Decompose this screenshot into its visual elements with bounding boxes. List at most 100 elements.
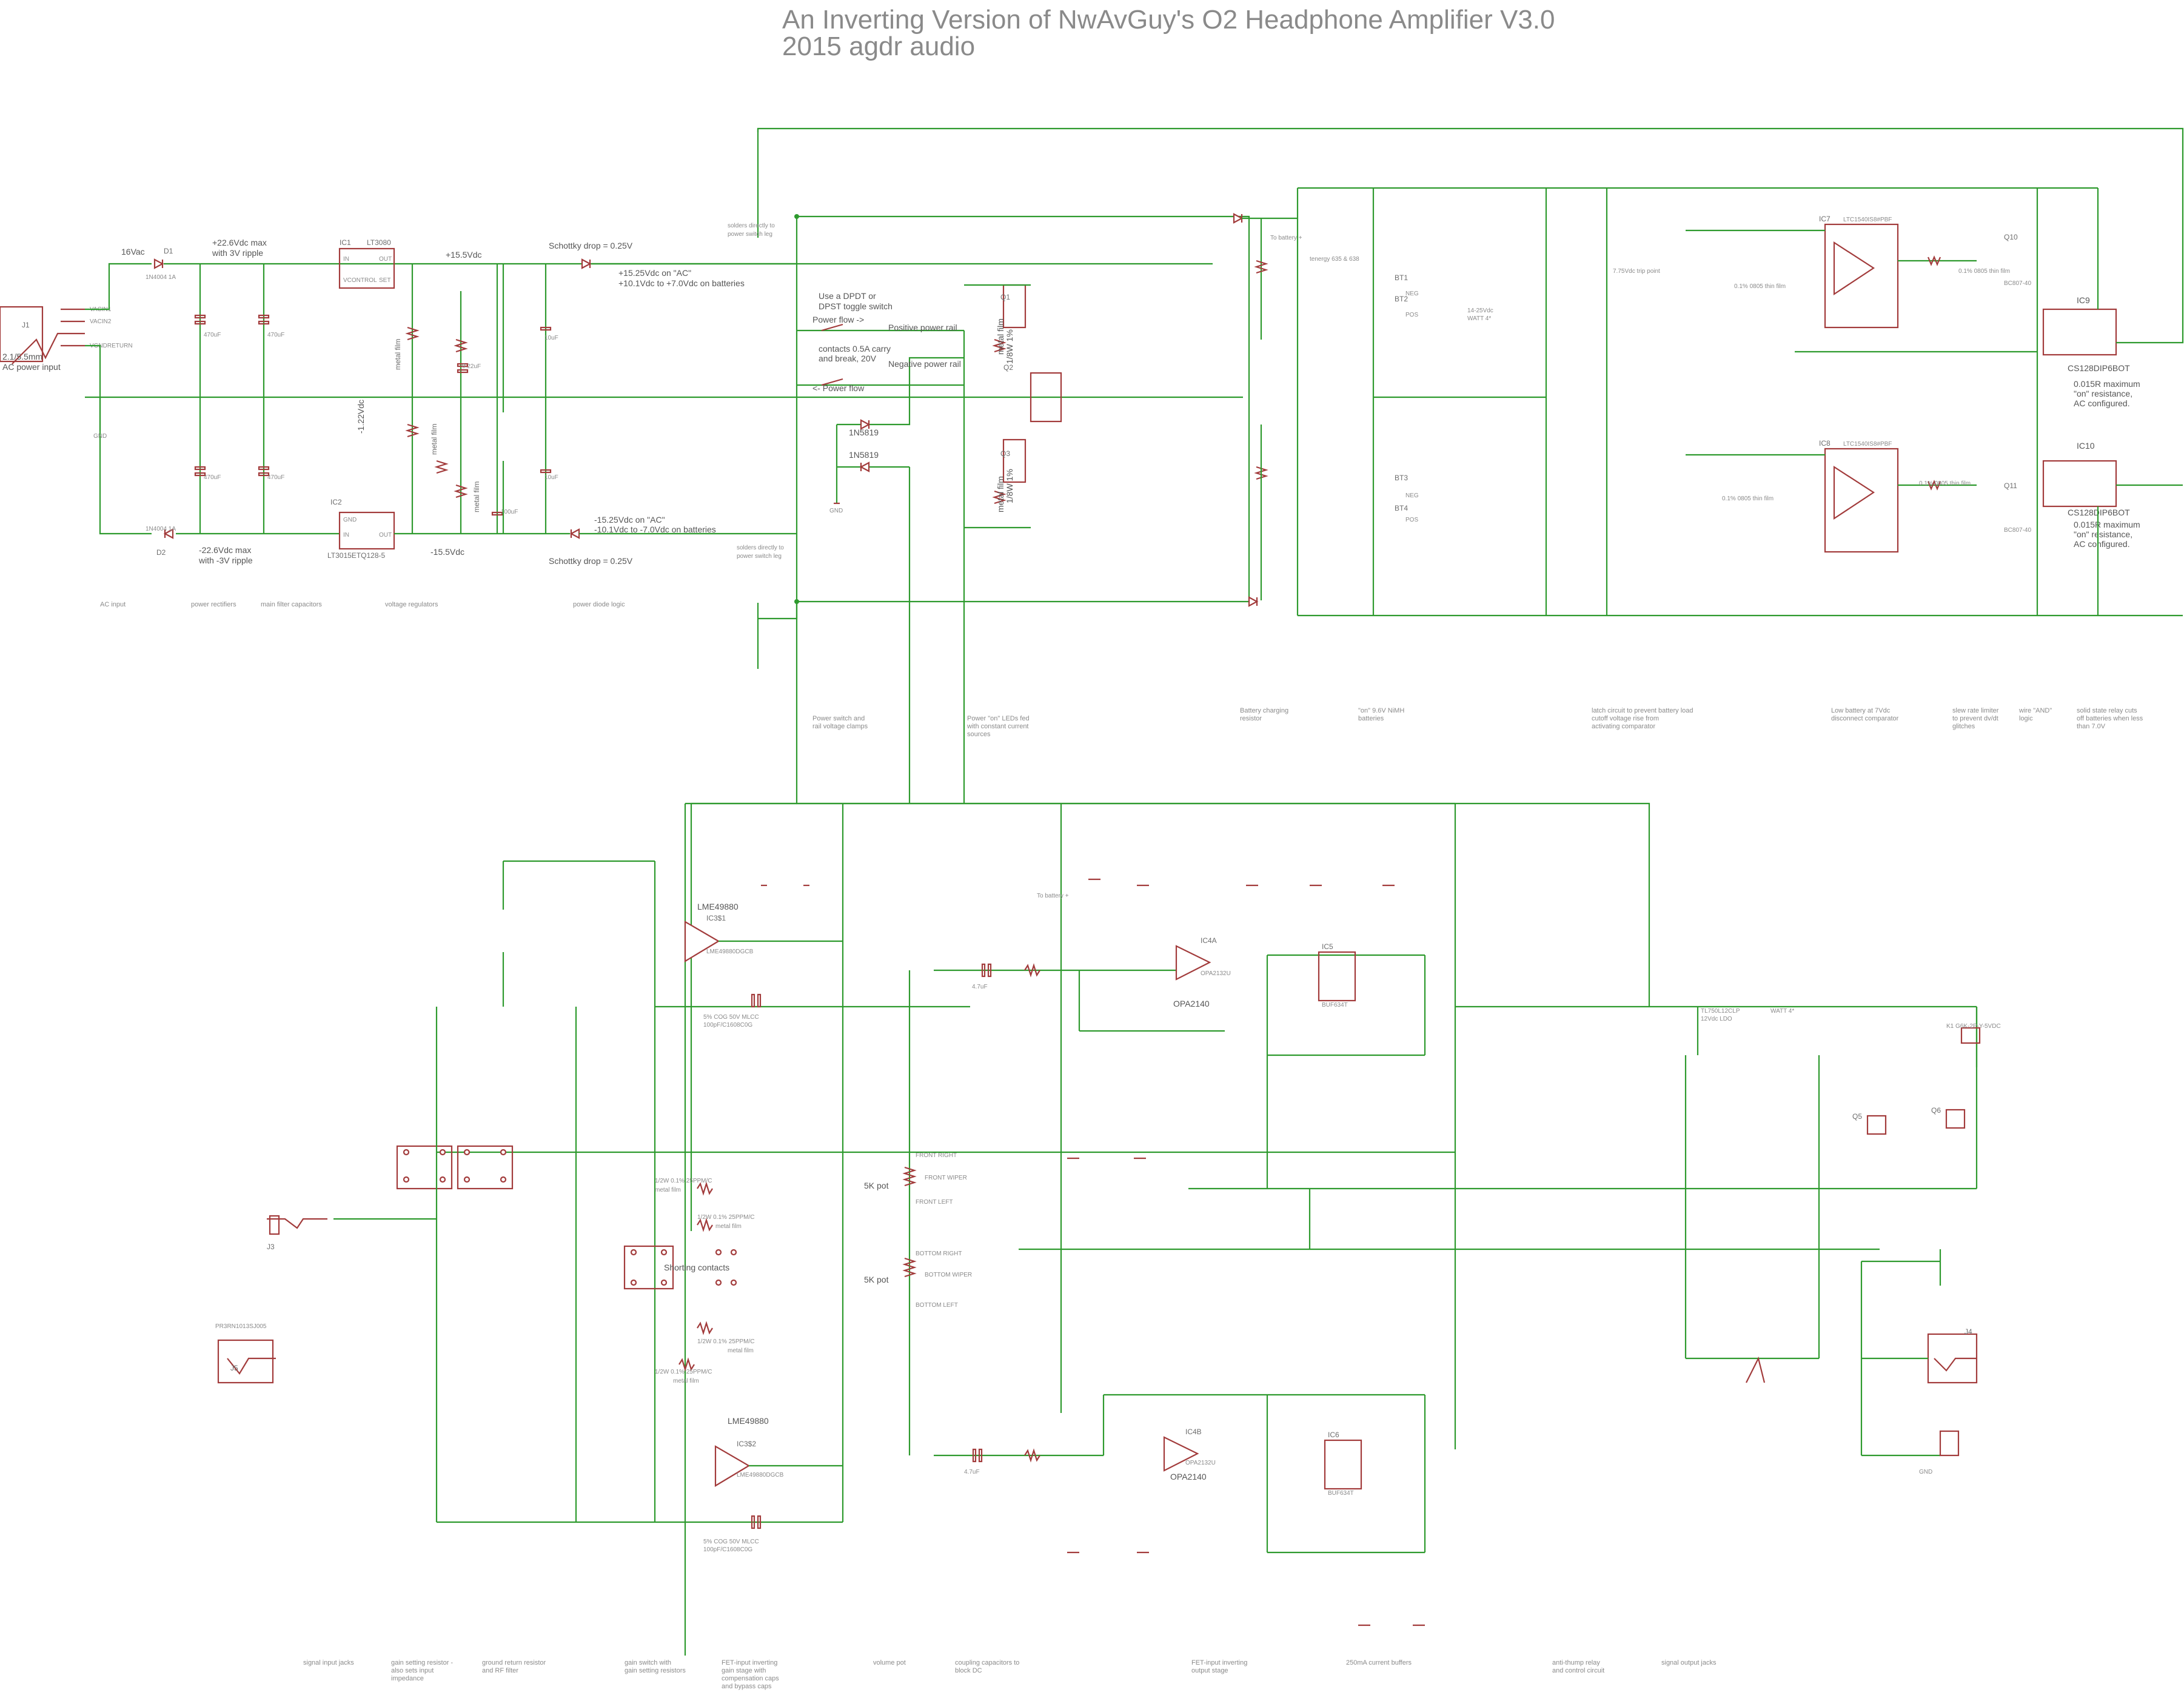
section-caption: signal output jacks xyxy=(1661,1659,1717,1666)
svg-text:5K pot: 5K pot xyxy=(864,1275,889,1284)
vneg-ref-label: -1.22Vdc xyxy=(356,400,366,434)
svg-text:BUF634T: BUF634T xyxy=(1322,1002,1348,1008)
svg-text:FRONT RIGHT: FRONT RIGHT xyxy=(916,1152,957,1159)
svg-text:metal film: metal film xyxy=(673,1378,699,1384)
bottom-section-captions: signal input jacks gain setting resistor… xyxy=(303,1659,1717,1690)
section-caption: voltage regulators xyxy=(385,601,438,608)
svg-text:SET: SET xyxy=(379,277,390,284)
jack-desc-label: 2.1/5.5mm xyxy=(2,352,42,361)
section-caption: main filter capacitors xyxy=(261,601,322,608)
schematic-title: An Inverting Version of NwAvGuy's O2 Hea… xyxy=(782,5,1555,35)
svg-text:1/2W 0.1% 25PPM/C: 1/2W 0.1% 25PPM/C xyxy=(697,1214,754,1221)
svg-text:5K pot: 5K pot xyxy=(864,1181,889,1190)
svg-text:solders directly to: solders directly to xyxy=(737,545,784,551)
neg-ripple-label: with -3V ripple xyxy=(198,555,253,565)
d2-part: 1N4004 1A xyxy=(146,526,176,532)
led-current-sources: Q1 Q2 Q3 metal film 1/8W 1% metal film 1… xyxy=(964,284,1062,529)
svg-text:-15.25Vdc on "AC": -15.25Vdc on "AC" xyxy=(594,515,665,525)
rectifier-diodes: D1 1N4004 1A D2 1N4004 1A xyxy=(146,247,1213,557)
battery-pack: BT1 BT2 BT3 BT4 NEG POS NEG POS tenergy … xyxy=(1296,187,2183,617)
battery-charging: To battery + xyxy=(1233,213,1302,607)
svg-text:OUT: OUT xyxy=(379,256,392,263)
svg-text:LTC1540IS8#PBF: LTC1540IS8#PBF xyxy=(1843,216,1892,223)
svg-text:WATT 4*: WATT 4* xyxy=(1467,315,1491,322)
svg-text:FRONT WIPER: FRONT WIPER xyxy=(925,1175,967,1181)
svg-text:LME49880DGCB: LME49880DGCB xyxy=(737,1472,784,1478)
svg-text:Q2: Q2 xyxy=(1003,363,1013,372)
svg-text:metal film: metal film xyxy=(996,476,1005,512)
d1-part: 1N4004 1A xyxy=(146,274,176,281)
svg-text:+15.25Vdc on "AC": +15.25Vdc on "AC" xyxy=(618,268,691,278)
svg-text:GND: GND xyxy=(829,508,843,514)
schematic-subtitle: 2015 agdr audio xyxy=(782,32,976,61)
svg-text:BC807-40: BC807-40 xyxy=(2004,527,2031,534)
svg-text:IC4A: IC4A xyxy=(1201,936,1217,945)
svg-text:-10.1Vdc to -7.0Vdc on batteri: -10.1Vdc to -7.0Vdc on batteries xyxy=(594,525,716,534)
svg-text:"on" resistance,: "on" resistance, xyxy=(2074,389,2132,398)
svg-text:OPA2140: OPA2140 xyxy=(1173,999,1210,1008)
section-caption: power rectifiers xyxy=(191,601,236,608)
svg-text:OPA2140: OPA2140 xyxy=(1170,1472,1207,1482)
section-caption: wire "AND"logic xyxy=(2018,707,2052,722)
svg-text:100uF: 100uF xyxy=(501,509,518,515)
svg-text:OPA2132U: OPA2132U xyxy=(1201,970,1231,977)
anti-thump-relay: TL750L12CLP 12Vdc LDO WATT 4* Q5 Q6 K1 G… xyxy=(1697,1007,2001,1135)
svg-text:4.7uF: 4.7uF xyxy=(972,984,988,990)
svg-text:K1 G6K-2P-Y-5VDC: K1 G6K-2P-Y-5VDC xyxy=(1946,1023,2001,1030)
opamp-ic4b: IC4B OPA2132U OPA2140 IC6 BUF634T xyxy=(1163,1428,1362,1497)
svg-text:Q11: Q11 xyxy=(2004,482,2017,490)
svg-text:BT2: BT2 xyxy=(1395,295,1408,303)
svg-text:VCONTROL: VCONTROL xyxy=(343,277,377,284)
svg-text:IC3$1: IC3$1 xyxy=(706,914,726,922)
svg-text:metal film: metal film xyxy=(996,318,1005,355)
svg-text:Q6: Q6 xyxy=(1931,1106,1941,1115)
low-battery-comparator: IC7 IC8 LTC1540IS8#PBF LTC1540IS8#PBF 0.… xyxy=(1545,188,2038,616)
svg-text:metal film: metal film xyxy=(655,1187,681,1193)
regulator-support: 0.22uF 100uF xyxy=(405,264,518,534)
svg-text:LT3080: LT3080 xyxy=(367,238,391,247)
section-caption: power diode logic xyxy=(573,601,625,608)
svg-text:LT3015ETQ128-5: LT3015ETQ128-5 xyxy=(327,551,385,560)
svg-text:tenergy 635 & 638: tenergy 635 & 638 xyxy=(1310,256,1359,263)
power-diode-logic: 10uF 10uF xyxy=(502,258,797,539)
svg-text:Q1: Q1 xyxy=(1000,293,1010,301)
svg-text:OUT: OUT xyxy=(379,532,392,539)
svg-text:POS: POS xyxy=(1405,517,1418,523)
regulator-ic2: IC2 LT3015ETQ128-5 GND OUT IN xyxy=(327,498,570,560)
svg-text:TL750L12CLP: TL750L12CLP xyxy=(1701,1008,1740,1015)
svg-text:Schottky drop = 0.25V: Schottky drop = 0.25V xyxy=(549,556,633,566)
section-caption: volume pot xyxy=(873,1659,906,1666)
svg-text:power switch leg: power switch leg xyxy=(737,553,782,560)
svg-text:10uF: 10uF xyxy=(544,474,558,481)
svg-text:To battery +: To battery + xyxy=(1270,235,1302,241)
svg-text:1/2W 0.1% 25PPM/C: 1/2W 0.1% 25PPM/C xyxy=(697,1338,754,1345)
svg-text:14-25Vdc: 14-25Vdc xyxy=(1467,307,1493,314)
output-jacks: J4 GND xyxy=(1746,1249,1978,1475)
opamp-ic3-2: LME49880 IC3$2 LME49880DGCB 5% COG 50V M… xyxy=(703,1416,843,1553)
svg-text:IC2: IC2 xyxy=(330,498,342,506)
svg-text:GND: GND xyxy=(343,517,357,523)
svg-text:BOTTOM WIPER: BOTTOM WIPER xyxy=(925,1272,972,1278)
svg-text:IC4B: IC4B xyxy=(1185,1428,1202,1436)
svg-text:PR3RN1013SJ005: PR3RN1013SJ005 xyxy=(215,1323,267,1330)
svg-text:J4: J4 xyxy=(1965,1327,1972,1336)
neg-max-label: -22.6Vdc max xyxy=(199,545,251,555)
svg-text:AC configured.: AC configured. xyxy=(2074,398,2130,408)
svg-text:<- Power flow: <- Power flow xyxy=(812,383,865,393)
volume-pots: 5K pot 5K pot FRONT RIGHT FRONT WIPER FR… xyxy=(864,1152,972,1309)
regulator-ic1: IC1 LT3080 IN OUT VCONTROL SET xyxy=(338,238,395,289)
svg-text:1N5819: 1N5819 xyxy=(849,450,879,460)
svg-text:470uF: 470uF xyxy=(267,332,284,338)
svg-text:470uF: 470uF xyxy=(267,474,284,481)
